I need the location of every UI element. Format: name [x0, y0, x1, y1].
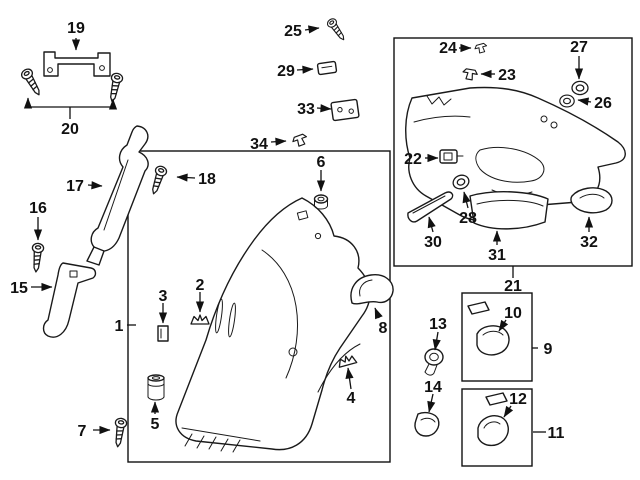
callout-21: 21 — [504, 278, 522, 295]
part-grommet-26 — [559, 94, 575, 108]
callout-5: 5 — [151, 416, 160, 433]
callout-13: 13 — [429, 316, 447, 333]
callout-33: 33 — [297, 101, 315, 118]
arrow-to-part-4 — [345, 367, 354, 390]
callout-9: 9 — [544, 341, 553, 358]
callout-4: 4 — [347, 390, 356, 407]
callout-27: 27 — [570, 39, 588, 56]
arrow-to-part-13 — [432, 331, 441, 351]
part-screw-25 — [325, 16, 349, 43]
callout-30: 30 — [424, 234, 442, 251]
callout-32: 32 — [580, 234, 598, 251]
arrow-to-part-17 — [87, 181, 103, 190]
callout-34: 34 — [250, 136, 268, 153]
trim-cap-box-11 — [461, 388, 533, 467]
part-trim-cap-10 — [467, 301, 510, 356]
callout-20: 20 — [61, 121, 79, 138]
part-strip-30 — [407, 191, 454, 223]
callout-25: 25 — [284, 23, 302, 40]
callout-26: 26 — [594, 95, 612, 112]
callout-15: 15 — [10, 280, 28, 297]
callout-10: 10 — [504, 305, 522, 322]
part-screw-18 — [147, 164, 169, 197]
arrow-to-part-26 — [577, 97, 592, 106]
part-screw-7 — [111, 417, 128, 449]
callout-16: 16 — [29, 200, 47, 217]
callout-31: 31 — [488, 247, 506, 264]
callout-6: 6 — [317, 154, 326, 171]
callout-2: 2 — [196, 277, 205, 294]
part-screw-20-right — [105, 71, 125, 104]
arrow-to-part-28 — [462, 191, 471, 209]
trim-cap-box-9 — [461, 292, 533, 382]
part-pad-29 — [316, 60, 338, 76]
part-screw-16 — [29, 242, 45, 274]
callout-19: 19 — [67, 20, 85, 37]
part-clip-34 — [291, 132, 310, 149]
callout-14: 14 — [424, 379, 442, 396]
part-lower-panel-31 — [469, 191, 549, 230]
callout-11: 11 — [548, 425, 565, 442]
part-pillar-trim-17 — [86, 125, 149, 266]
callout-24: 24 — [439, 40, 457, 57]
callout-8: 8 — [379, 320, 388, 337]
part-box-clip-22 — [439, 149, 464, 164]
part-round-fastener-13 — [424, 348, 444, 376]
part-spring-clip-4 — [336, 353, 358, 368]
arrow-to-part-14 — [427, 393, 436, 413]
callout-3: 3 — [159, 288, 168, 305]
part-clip-23 — [461, 67, 479, 82]
callout-18: 18 — [198, 171, 216, 188]
callout-29: 29 — [277, 63, 295, 80]
part-trim-strip-15 — [42, 262, 97, 338]
part-clip-24 — [473, 42, 489, 55]
part-grommet-27 — [571, 80, 589, 96]
part-bracket-19 — [43, 51, 111, 77]
part-hook-8 — [350, 274, 394, 305]
main-assembly-box — [127, 150, 391, 463]
callout-22: 22 — [404, 151, 422, 168]
callout-23: 23 — [498, 67, 516, 84]
part-cap-plug-6 — [313, 194, 329, 210]
arrow-to-part-18 — [176, 173, 196, 182]
arrow-to-part-25 — [304, 25, 320, 34]
part-clip-plate-3 — [157, 325, 169, 342]
arrow-to-part-10 — [498, 319, 509, 332]
part-quarter-trim-panel — [175, 197, 371, 453]
callout-1: 1 — [115, 318, 124, 335]
arrow-to-part-8 — [374, 307, 383, 320]
callout-12: 12 — [509, 391, 527, 408]
part-sleeve-5 — [147, 374, 165, 401]
part-screw-20-left — [19, 66, 45, 99]
arrow-to-part-12 — [503, 405, 514, 418]
callout-17: 17 — [66, 178, 84, 195]
callout-7: 7 — [78, 423, 87, 440]
part-bracket-cap-14 — [414, 411, 440, 437]
part-spring-clip-2 — [190, 314, 210, 325]
leader-fork-20 — [28, 106, 113, 119]
part-trim-cap-12 — [477, 392, 509, 447]
arrow-to-part-30 — [427, 216, 436, 233]
arrow-to-part-34 — [270, 137, 287, 146]
callout-28: 28 — [459, 210, 477, 227]
part-plate-33 — [330, 98, 360, 122]
arrow-to-part-29 — [296, 65, 314, 74]
arrow-to-part-33 — [316, 104, 332, 113]
part-handle-32 — [570, 187, 613, 214]
